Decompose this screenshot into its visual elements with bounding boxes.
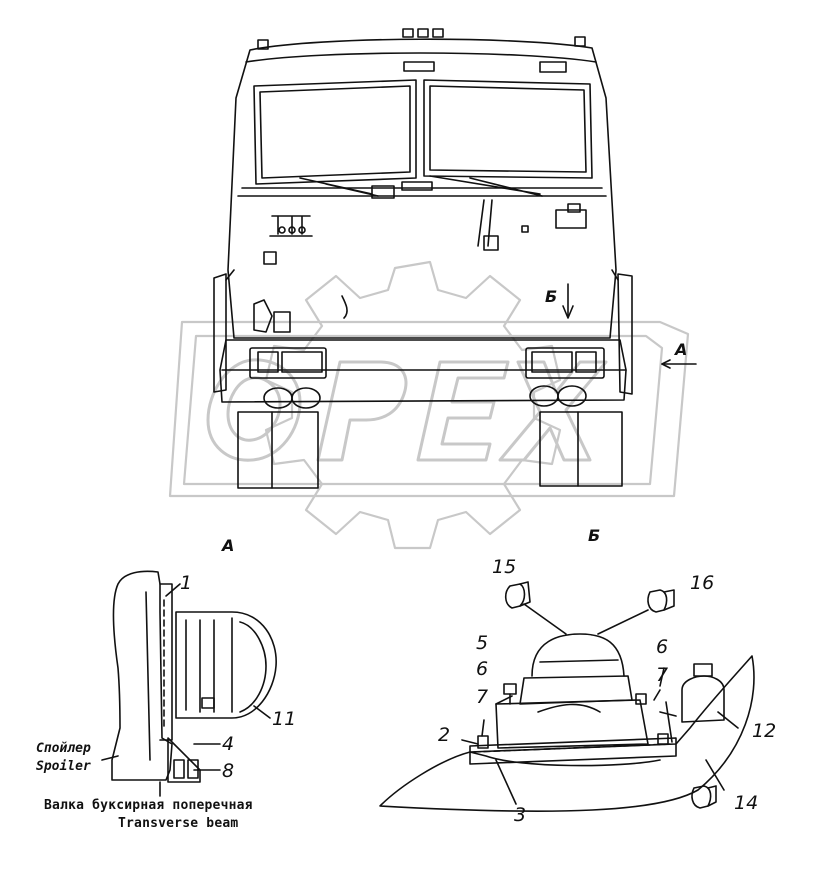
callout-5: 5 (476, 632, 489, 654)
callout-1: 1 (180, 572, 193, 594)
spoiler-label-en: Spoiler (36, 759, 91, 774)
detail-view-b (379, 581, 755, 812)
callout-8: 8 (222, 760, 235, 782)
callout-15: 15 (492, 556, 517, 578)
view-b-marker: Б (545, 287, 558, 306)
beam-label-en: Transverse beam (118, 816, 239, 831)
view-a-title: A (222, 536, 235, 555)
callout-6-right: 6 (656, 636, 669, 658)
beam-label-ru: Валка буксирная поперечная (44, 798, 253, 813)
callout-11: 11 (272, 708, 297, 730)
callout-2: 2 (438, 724, 451, 746)
callout-7-right: 7 (656, 664, 669, 686)
callout-6-left: 6 (476, 658, 489, 680)
callout-4: 4 (222, 733, 235, 755)
detail-view-a (101, 570, 277, 797)
callout-12: 12 (752, 720, 777, 742)
view-a-marker: A (675, 340, 688, 359)
callout-3: 3 (514, 804, 527, 826)
callout-16: 16 (690, 572, 715, 594)
truck-cab-front-view (213, 28, 697, 489)
callout-14: 14 (734, 792, 759, 814)
callout-7-left: 7 (476, 686, 489, 708)
view-b-title: Б (588, 526, 601, 545)
spoiler-label-ru: Спойлер (36, 741, 91, 756)
